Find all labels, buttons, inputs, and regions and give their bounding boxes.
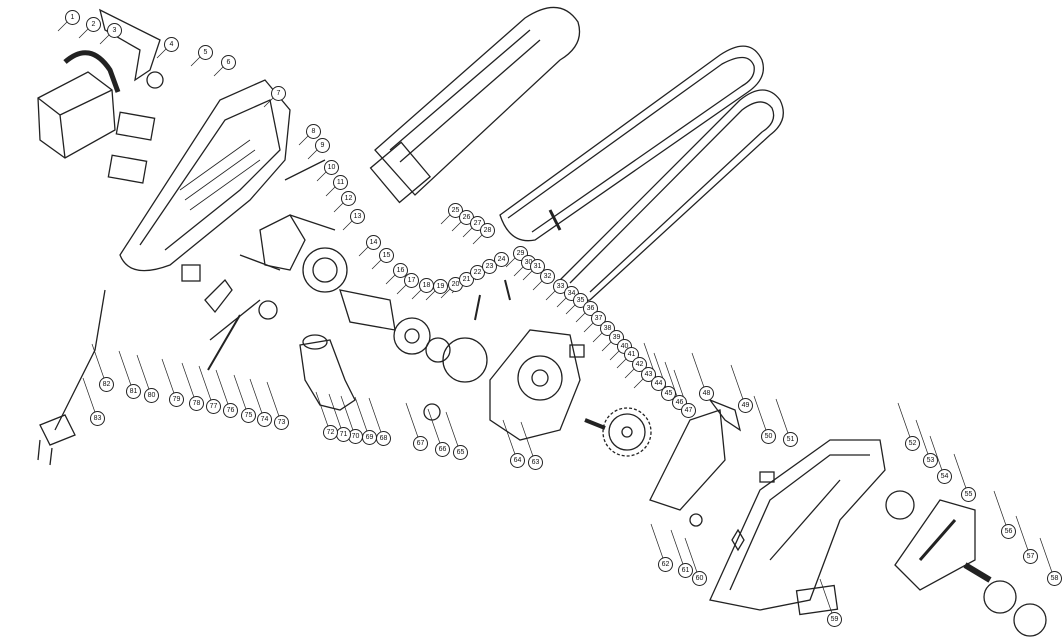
part-callout-32: 32 — [540, 269, 555, 284]
part-callout-45: 45 — [661, 386, 676, 401]
part-callout-64: 64 — [510, 453, 525, 468]
part-callout-4: 4 — [164, 37, 179, 52]
part-callout-8: 8 — [306, 124, 321, 139]
part-callout-71: 71 — [336, 427, 351, 442]
gear-housing — [489, 329, 581, 441]
part-callout-47: 47 — [681, 403, 696, 418]
part-callout-15: 15 — [379, 248, 394, 263]
part-callout-9: 9 — [315, 138, 330, 153]
part-callout-83: 83 — [90, 411, 105, 426]
part-callout-2: 2 — [86, 17, 101, 32]
part-callout-52: 52 — [905, 436, 920, 451]
oil-tank — [299, 334, 356, 411]
power-cord-plug — [37, 289, 106, 466]
part-callout-19: 19 — [433, 279, 448, 294]
right-housing — [709, 439, 886, 611]
part-callout-24: 24 — [494, 252, 509, 267]
part-callout-61: 61 — [678, 563, 693, 578]
part-callout-28: 28 — [480, 223, 495, 238]
part-callout-58: 58 — [1047, 571, 1062, 586]
part-callout-51: 51 — [783, 432, 798, 447]
part-callout-69: 69 — [362, 430, 377, 445]
part-callout-17: 17 — [404, 273, 419, 288]
part-callout-12: 12 — [341, 191, 356, 206]
part-callout-75: 75 — [241, 408, 256, 423]
part-callout-48: 48 — [699, 386, 714, 401]
part-callout-68: 68 — [376, 431, 391, 446]
part-callout-67: 67 — [413, 436, 428, 451]
part-callout-5: 5 — [198, 45, 213, 60]
part-callout-11: 11 — [333, 175, 348, 190]
chain-cover-plate — [649, 398, 742, 511]
part-callout-56: 56 — [1001, 524, 1016, 539]
part-callout-79: 79 — [169, 392, 184, 407]
part-callout-57: 57 — [1023, 549, 1038, 564]
part-callout-62: 62 — [658, 557, 673, 572]
part-callout-16: 16 — [393, 263, 408, 278]
part-callout-49: 49 — [738, 398, 753, 413]
part-callout-6: 6 — [221, 55, 236, 70]
motor-parts — [259, 214, 488, 383]
part-callout-50: 50 — [761, 429, 776, 444]
part-callout-78: 78 — [189, 396, 204, 411]
part-callout-80: 80 — [144, 388, 159, 403]
drive-gear — [584, 407, 652, 457]
part-callout-77: 77 — [206, 399, 221, 414]
leader-lines — [57, 16, 1055, 620]
part-callout-73: 73 — [274, 415, 289, 430]
part-callout-82: 82 — [99, 377, 114, 392]
labels-stickers — [107, 111, 839, 616]
part-callout-55: 55 — [961, 487, 976, 502]
part-callout-54: 54 — [937, 469, 952, 484]
part-callout-72: 72 — [323, 425, 338, 440]
part-callout-7: 7 — [271, 86, 286, 101]
sprocket-cover — [894, 499, 1047, 637]
guide-bar — [499, 45, 765, 242]
part-callout-74: 74 — [257, 412, 272, 427]
part-callout-14: 14 — [366, 235, 381, 250]
part-callout-3: 3 — [107, 23, 122, 38]
part-callout-59: 59 — [827, 612, 842, 627]
part-callout-60: 60 — [692, 571, 707, 586]
part-callout-53: 53 — [923, 453, 938, 468]
part-callout-65: 65 — [453, 445, 468, 460]
battery-pack — [37, 50, 121, 159]
left-housing — [119, 79, 291, 272]
part-callout-76: 76 — [223, 403, 238, 418]
part-callout-81: 81 — [126, 384, 141, 399]
part-callout-18: 18 — [419, 278, 434, 293]
part-callout-10: 10 — [324, 160, 339, 175]
rear-handle — [99, 8, 164, 89]
part-callout-23: 23 — [482, 259, 497, 274]
part-callout-1: 1 — [65, 10, 80, 25]
part-callout-66: 66 — [435, 442, 450, 457]
chain-guide-bar-cover — [369, 6, 581, 204]
chain-loop — [559, 89, 784, 302]
part-callout-13: 13 — [350, 209, 365, 224]
part-callout-63: 63 — [528, 455, 543, 470]
